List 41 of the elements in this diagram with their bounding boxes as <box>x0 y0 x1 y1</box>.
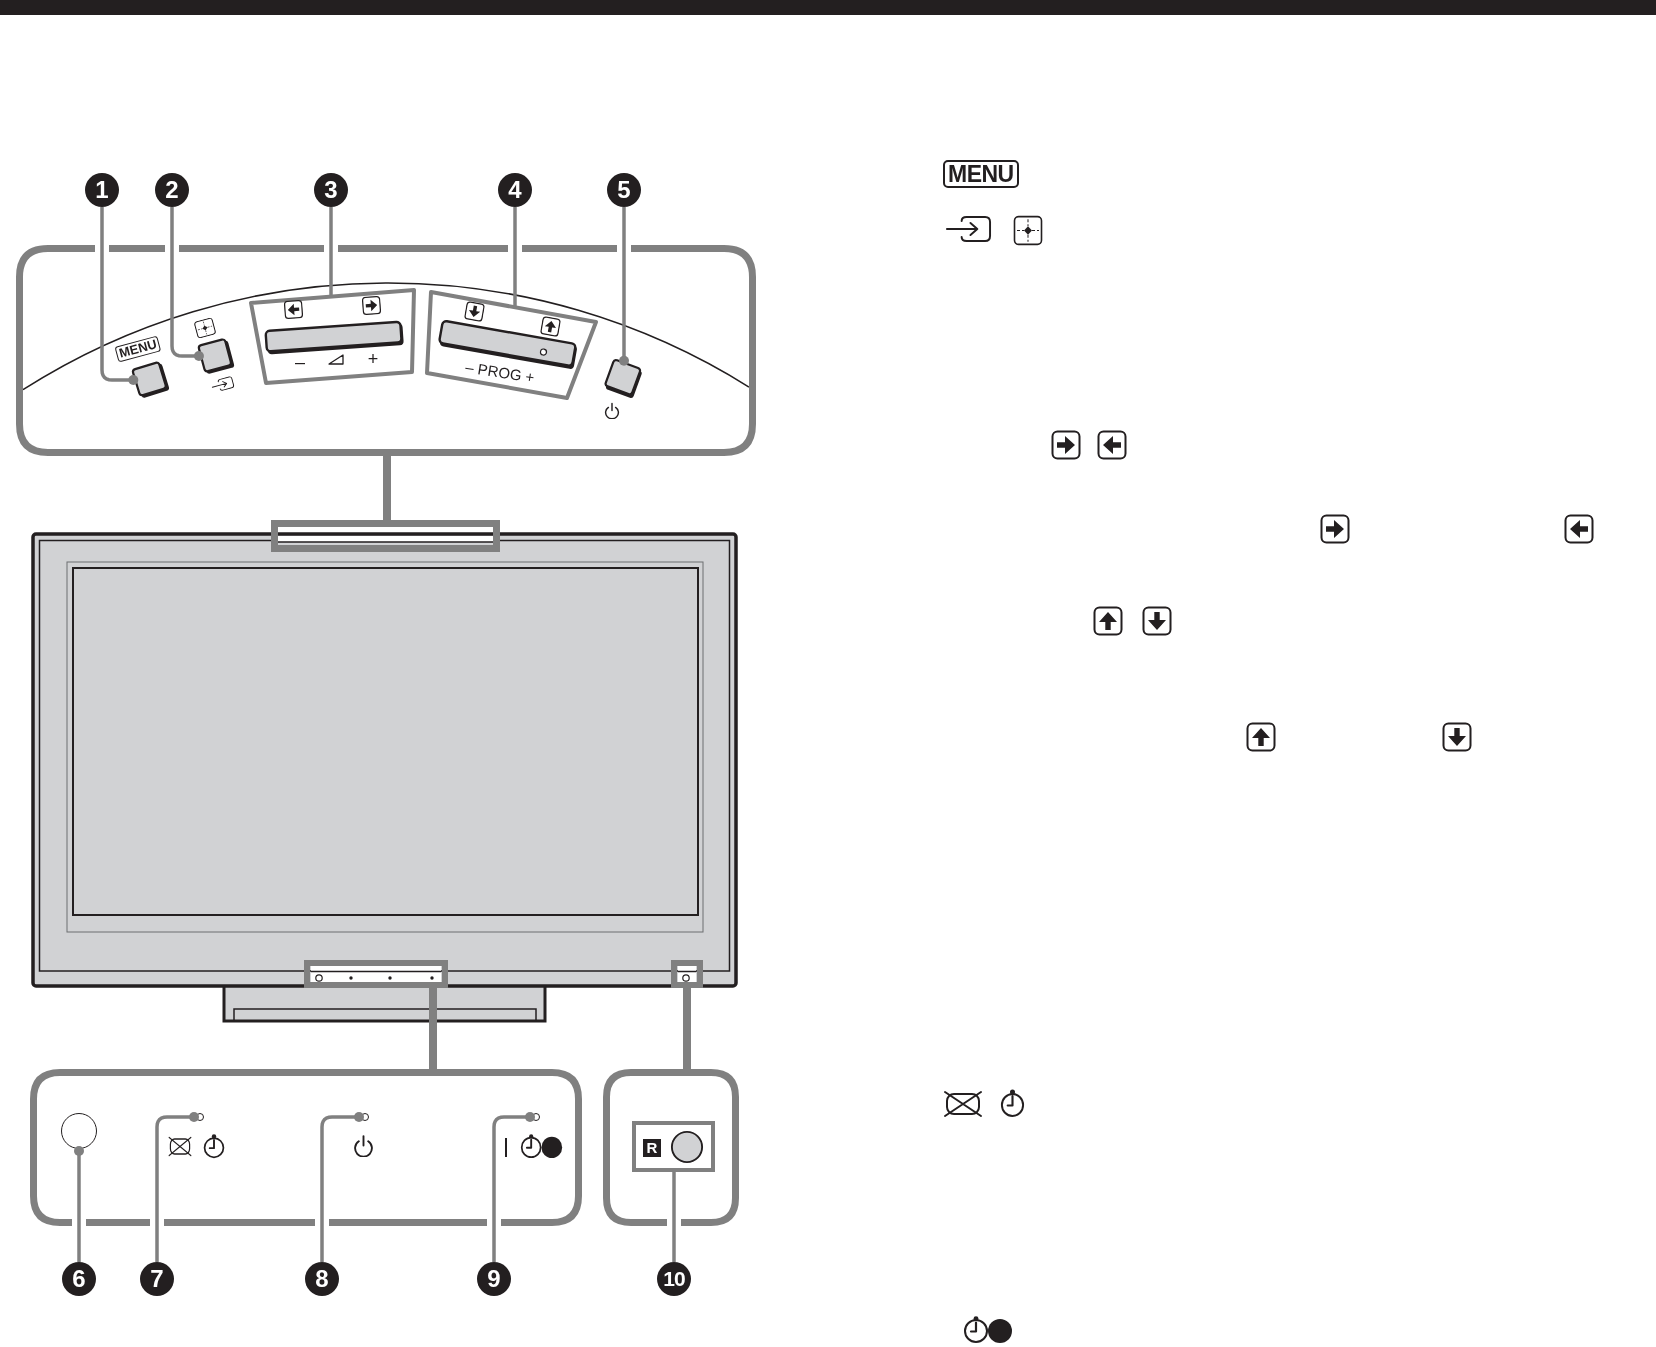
callout-number: 6 <box>62 1262 96 1296</box>
detail-panel <box>30 1069 582 1226</box>
callout-number: 9 <box>477 1262 511 1296</box>
control-label: – <box>295 353 305 371</box>
leader-line <box>492 1112 535 1262</box>
callout-number: 10 <box>657 1262 691 1296</box>
callout-number: 8 <box>305 1262 339 1296</box>
leader-line <box>100 207 139 385</box>
leader-line <box>513 207 517 308</box>
indicator-lamp <box>196 1113 204 1121</box>
leader-line <box>320 1112 364 1262</box>
callout-number: 7 <box>140 1262 174 1296</box>
rocker-frame <box>249 288 416 385</box>
leader-line <box>329 207 333 297</box>
sensor-frame <box>632 1121 715 1172</box>
connector-line <box>683 988 691 1069</box>
connector-line <box>429 988 437 1069</box>
leader-line <box>170 207 204 361</box>
highlight-frame <box>304 960 448 988</box>
connector-line <box>383 456 391 520</box>
sensor-mark: R <box>643 1139 661 1157</box>
callout-number: 2 <box>155 173 189 207</box>
callout-number: 3 <box>314 173 348 207</box>
control-label: + <box>367 350 379 368</box>
indicator-lamp <box>361 1113 369 1121</box>
control-label: – PROG + <box>464 359 536 385</box>
sensor-window <box>61 1113 97 1149</box>
indicator-lamp <box>532 1113 540 1121</box>
callout-number: 5 <box>607 173 641 207</box>
highlight-frame <box>671 960 703 988</box>
detail-panel <box>603 1069 739 1226</box>
leader-line <box>672 1172 676 1262</box>
callout-number: 4 <box>498 173 532 207</box>
rocker-frame <box>425 290 598 400</box>
detail-panel <box>16 245 756 456</box>
callout-number: 1 <box>85 173 119 207</box>
leader-line <box>74 1146 84 1262</box>
key-symbol: MENU <box>943 160 1019 188</box>
highlight-frame <box>271 520 500 552</box>
leader-line <box>619 207 629 366</box>
leader-line <box>155 1112 199 1262</box>
